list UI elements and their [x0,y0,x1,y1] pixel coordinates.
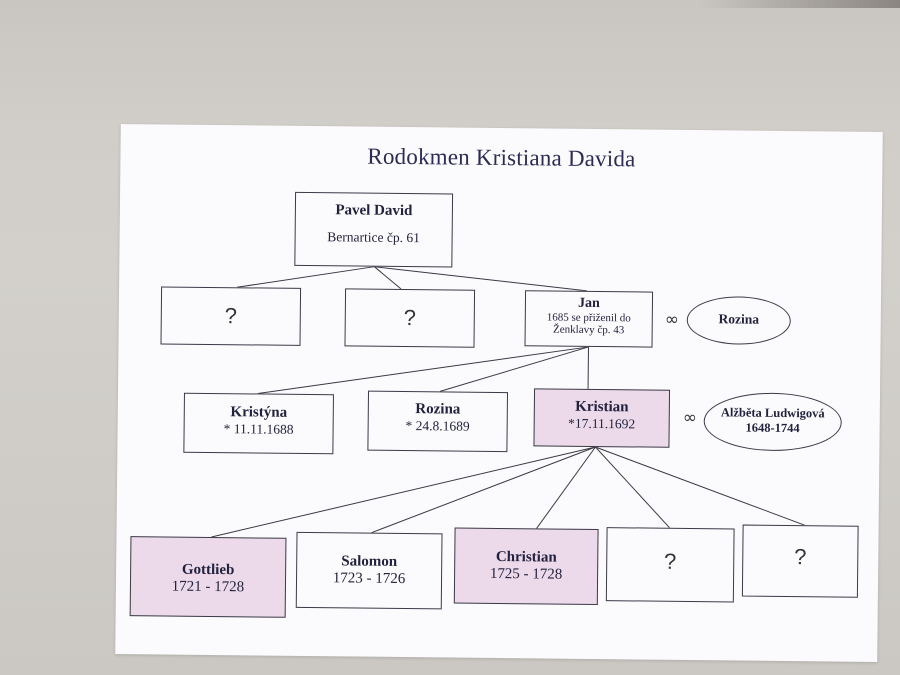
person-christian: Christian 1725 - 1728 [453,527,599,606]
connector-kristian-gen4-5 [595,446,805,526]
spouse-name: Rozina [718,311,760,327]
unknown-marker: ? [224,303,238,329]
person-place: Bernartice čp. 61 [327,229,420,246]
unknown-child-1: ? [160,286,302,346]
connector-kristian-gen4-2 [371,446,596,534]
person-kristyna: Kristýna * 11.11.1688 [183,392,334,455]
person-gottlieb: Gottlieb 1721 - 1728 [129,536,287,618]
spouse-rozina: Rozina [686,295,792,346]
person-name: Kristýna [230,404,288,421]
connector-jan-gen3-2 [439,346,589,392]
unknown-marker: ? [663,548,677,574]
unknown-child-4: ? [741,524,859,598]
connector-kristian-gen4-3 [536,446,596,529]
person-life-dates: 1721 - 1728 [171,578,245,596]
wall-background [0,0,900,130]
person-kristian: Kristian *17.11.1692 [533,388,671,448]
person-name: Pavel David [335,202,413,220]
unknown-child-3: ? [605,527,735,603]
connector-kristian-gen4-1 [211,446,596,538]
person-note: 1685 se přiženil do Ženklavy čp. 43 [546,311,631,337]
person-life-dates: 1725 - 1728 [489,565,563,583]
unknown-marker: ? [794,544,807,570]
person-name: Rozina [415,401,461,418]
person-jan: Jan 1685 se přiženil do Ženklavy čp. 43 [524,290,654,348]
unknown-child-2: ? [344,288,476,348]
connector-root-gen2-2 [373,266,402,290]
spouse-dates: 1648-1744 [745,420,800,436]
person-birth-date: * 24.8.1689 [405,418,470,434]
person-birth-date: *17.11.1692 [568,415,636,432]
family-tree-poster: Rodokmen Kristiana Davida Pavel David Be… [115,124,883,662]
connector-root-gen2-3 [374,266,588,292]
person-name: Gottlieb [181,561,235,579]
unknown-marker: ? [403,304,417,331]
person-name: Kristian [575,398,629,416]
person-name: Salomon [341,553,398,570]
spouse-name: Alžběta Ludwigová [720,405,825,421]
person-name: Jan [577,295,600,312]
wall-edge [700,0,900,8]
connector-kristian-gen4-4 [595,446,670,529]
person-name: Christian [495,548,557,566]
person-pavel-david: Pavel David Bernartice čp. 61 [294,191,454,268]
connector-jan-gen3-1 [257,346,589,394]
tree-connectors [211,266,805,538]
person-salomon: Salomon 1723 - 1726 [295,531,443,610]
marriage-symbol: ∞ [682,407,698,429]
person-rozina-daughter: Rozina * 24.8.1689 [367,390,509,453]
connector-root-gen2-1 [237,266,375,288]
marriage-symbol: ∞ [664,309,680,330]
person-life-dates: 1723 - 1726 [332,570,406,588]
person-birth-date: * 11.11.1688 [223,421,294,437]
